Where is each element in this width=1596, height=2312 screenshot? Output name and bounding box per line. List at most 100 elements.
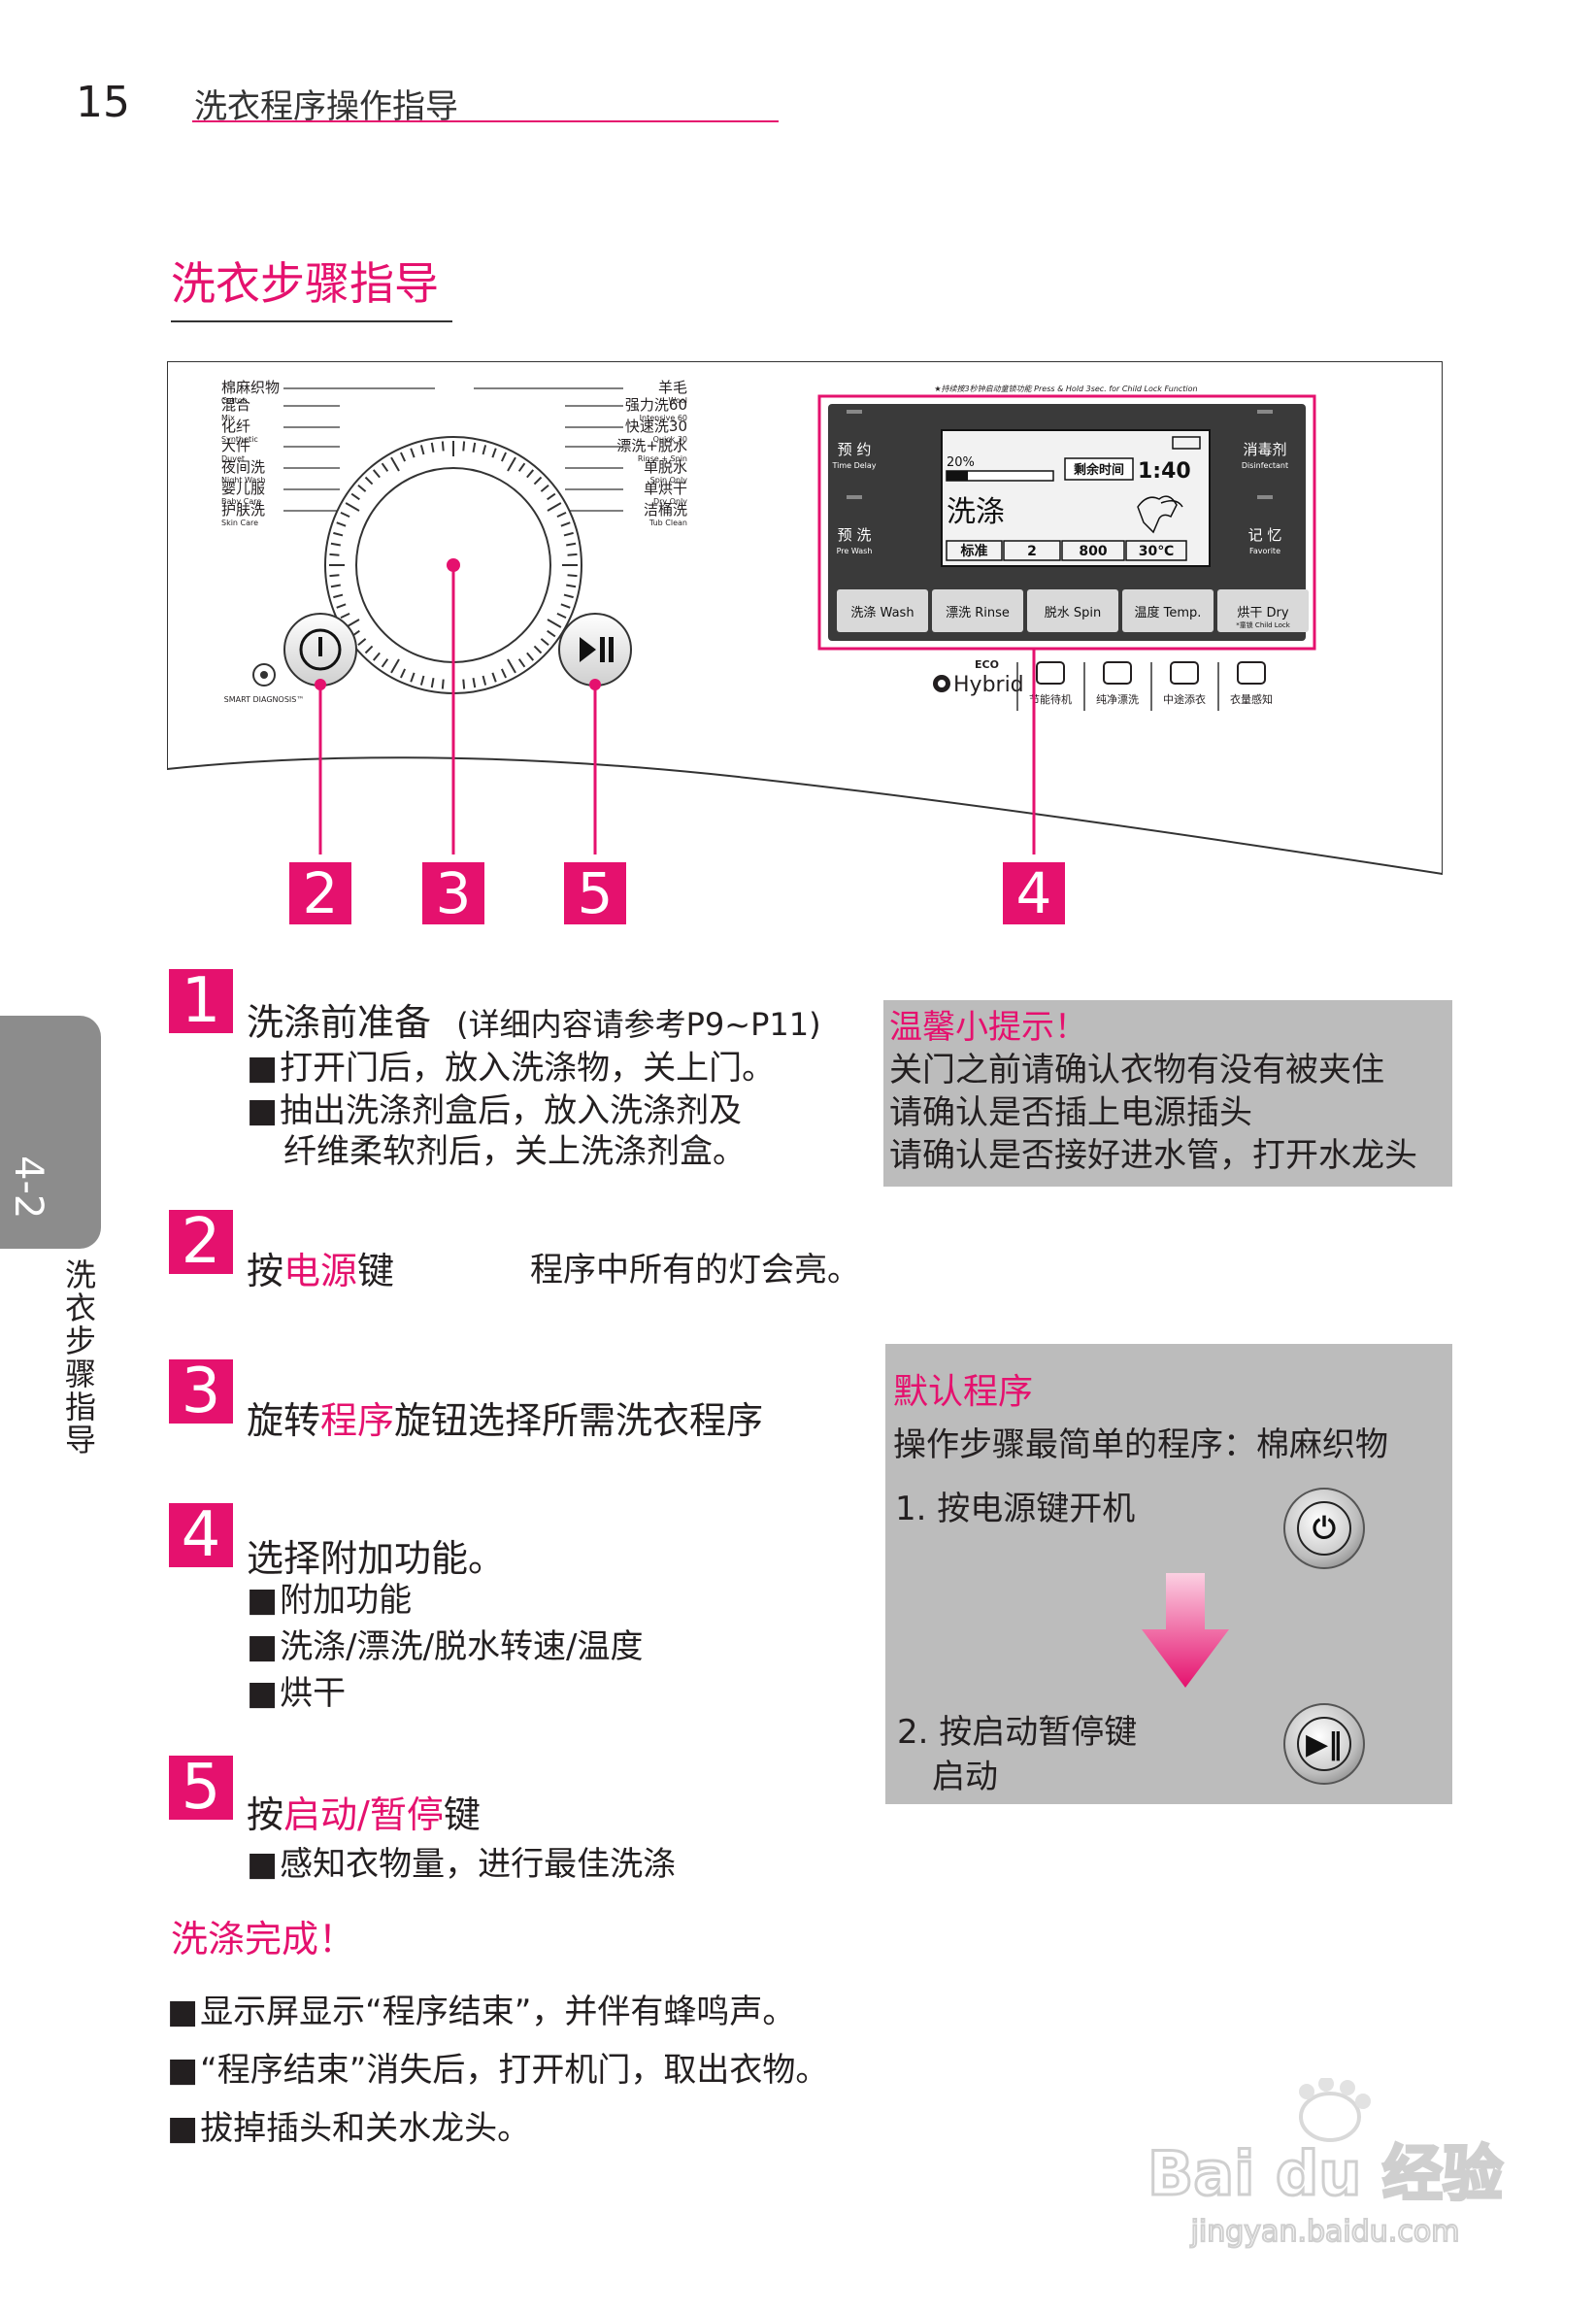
section-rule [171, 320, 452, 322]
tip-title: 温馨小提示！ [889, 1008, 1087, 1047]
screen-cell-text: 800 [1079, 544, 1107, 559]
step-badge-1: 1 [169, 969, 233, 1033]
step-2-highlight: 电源 [283, 1250, 358, 1292]
side-tab-number: 4-2 [6, 1156, 50, 1220]
step-1-line-3: 纤维柔软剂后，关上洗涤剂盒。 [283, 1132, 746, 1171]
dial-right-label: 单烘干 [644, 480, 687, 497]
dial-tick [547, 492, 556, 501]
dial-tick [357, 484, 367, 492]
dial-tick [566, 542, 577, 547]
default-program-step-2b: 启动 [932, 1758, 998, 1796]
dial-tick [340, 511, 350, 519]
power-icon: ⏻ [1283, 1488, 1365, 1569]
dial-tick [364, 645, 374, 654]
panel-left-button-label: 预 约 [838, 441, 872, 458]
default-program-title: 默认程序 [893, 1372, 1034, 1412]
svg-text:20%: 20% [947, 455, 975, 470]
dial-tick [419, 445, 425, 455]
complete-line-1: 显示屏显示“程序结束”，并伴有蜂鸣声。 [167, 1985, 795, 2032]
child-lock-note: ★持续按3秒钟启动童锁功能 Press & Hold 3sec. for Chi… [934, 385, 1197, 393]
dial-ticks [329, 441, 578, 689]
bottom-button-label: 脱水 Spin [1045, 606, 1102, 620]
dial-tick [547, 629, 556, 638]
step-2-extra: 程序中所有的灯会亮。 [530, 1251, 860, 1290]
play-pause-icon: ▶‖ [1283, 1703, 1365, 1785]
step-1-line-1: 打开门后，放入洗涤物，关上门。 [247, 1041, 775, 1089]
callout-badge-5: 5 [564, 862, 626, 924]
dial-tick [333, 593, 344, 599]
dial-right-label-en: Intensive 60 [640, 414, 687, 422]
svg-text:SMART DIAGNOSIS™: SMART DIAGNOSIS™ [224, 695, 305, 704]
dial-tick [540, 484, 549, 492]
feature-label: 纯净漂洗 [1096, 692, 1139, 706]
step-1-note: (详细内容请参考P9~P11) [456, 1006, 821, 1043]
dial-tick [507, 456, 516, 472]
dial-tick [390, 456, 400, 472]
tip-box: 温馨小提示！ 关门之前请确认衣物有没有被夹住 请确认是否插上电源插头 请确认是否… [883, 1000, 1452, 1187]
panel-left-button-en: Time Delay [831, 461, 876, 470]
step-1-title-text: 洗涤前准备 [247, 1001, 432, 1044]
dial-left-label-en: Cotton [221, 396, 248, 405]
default-program-step-2: 2. 按启动暂停键 [897, 1713, 1138, 1752]
dial-tick [533, 476, 543, 486]
step-badge-2: 2 [169, 1210, 233, 1274]
panel-indicator [847, 495, 862, 499]
panel-indicator [847, 410, 862, 414]
dial-right-label-en: Rinse + Spin [638, 454, 687, 463]
dial-tick [410, 672, 416, 683]
dial-tick [560, 603, 571, 609]
default-program-desc: 操作步骤最简单的程序：棉麻织物 [893, 1425, 1388, 1464]
dial-tick [482, 445, 487, 455]
dial-right-label-en: Dry Only [653, 497, 687, 506]
start-pause-button-drawing [558, 613, 632, 690]
dial-tick [340, 612, 350, 620]
dial-tick [364, 476, 374, 486]
bottom-button [932, 589, 1023, 632]
complete-title: 洗涤完成！ [171, 1918, 356, 1960]
svg-text:Bai du 经验: Bai du 经验 [1147, 2138, 1503, 2209]
feature-label: 中途添衣 [1163, 692, 1206, 706]
feature-icon-shape [1237, 661, 1266, 685]
dial-left-label-en: Night Wash [221, 476, 266, 485]
dial-tick [399, 668, 407, 679]
complete-line-2: “程序结束”消失后，打开机门，取出衣物。 [167, 2043, 828, 2091]
dial-tick [430, 678, 435, 688]
down-arrow-icon [1142, 1573, 1229, 1688]
dial-tick [567, 553, 578, 556]
dial-left-label: 棉麻织物 [221, 379, 280, 396]
dial-tick [381, 462, 389, 472]
dial-left-label: 化纤 [221, 418, 250, 435]
dial-tick [372, 469, 381, 479]
screen-cell [946, 540, 1003, 561]
page-number: 15 [76, 78, 130, 127]
dial-tick [419, 675, 425, 686]
dial-tick [547, 619, 562, 628]
eco-hybrid-logo: ECO Hybrid [933, 658, 1024, 697]
dial-tick [517, 462, 526, 472]
panel-indicator [1257, 495, 1273, 499]
power-button-drawing [283, 613, 357, 690]
dial-tick [357, 638, 367, 647]
step-3-highlight: 程序 [320, 1399, 395, 1442]
dial-tick [560, 521, 571, 527]
dial-tick [547, 502, 562, 512]
step-1-title: 洗涤前准备 (详细内容请参考P9~P11) [247, 992, 821, 1046]
bottom-button [1217, 589, 1309, 632]
dial-tick [482, 675, 487, 686]
step-2-title: 按电源键 [247, 1250, 395, 1292]
dial-right-label: 单脱水 [644, 458, 687, 476]
dial-right-label: 快速洗30 [625, 418, 687, 435]
step-badge-3: 3 [169, 1359, 233, 1424]
dial-tick [462, 441, 466, 452]
dial-tick [441, 441, 445, 452]
dial-tick [533, 645, 543, 654]
dial-tick [329, 574, 340, 578]
panel-right-button-label: 记 忆 [1248, 526, 1282, 544]
feature-icon-shape [1103, 661, 1132, 685]
bottom-button-label: 温度 Temp. [1135, 605, 1202, 620]
dial-tick [500, 452, 508, 462]
